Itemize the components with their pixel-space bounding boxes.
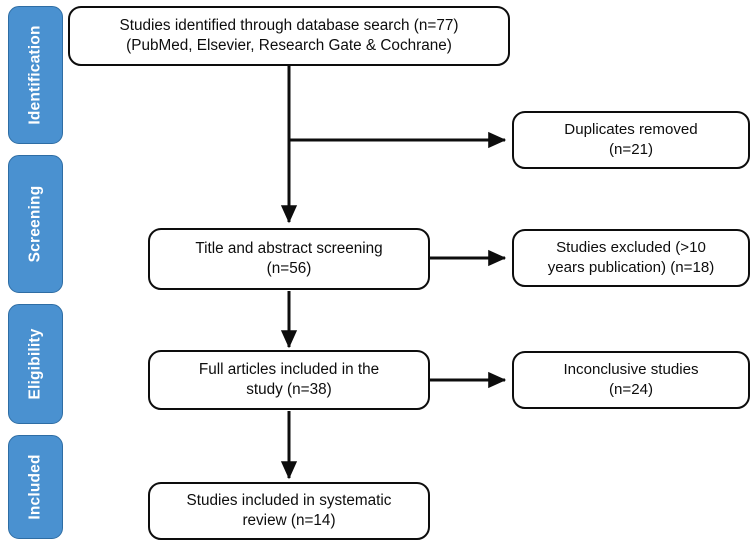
stage-band-identification: Identification [8,6,63,144]
box-studies-excluded-years-label: Studies excluded (>10 years publication)… [548,238,715,278]
box-duplicates-removed-line2: (n=21) [608,141,654,158]
stage-band-eligibility-label: Eligibility [26,328,44,400]
box-records-identified-label: Studies identified through database sear… [120,16,459,57]
box-records-identified-line1: Studies identified through database sear… [119,16,459,34]
box-inconclusive-studies-line2: (n=24) [608,381,654,398]
box-inconclusive-studies-label: Inconclusive studies (n=24) [563,360,698,400]
box-title-abstract-screening-label: Title and abstract screening (n=56) [195,239,382,280]
box-full-articles-included-line1: Full articles included in the [198,360,380,378]
box-title-abstract-screening-line2: (n=56) [266,260,312,277]
stage-band-eligibility: Eligibility [8,304,63,424]
box-records-identified: Studies identified through database sear… [68,6,510,66]
box-title-abstract-screening: Title and abstract screening (n=56) [148,228,430,290]
box-full-articles-included: Full articles included in the study (n=3… [148,350,430,410]
box-title-abstract-screening-line1: Title and abstract screening [195,239,383,257]
box-full-articles-included-line2: study (n=38) [246,381,332,398]
box-studies-included-review-line1: Studies included in systematic [186,491,392,509]
box-studies-excluded-years-line1: Studies excluded (>10 [556,238,706,256]
box-duplicates-removed: Duplicates removed (n=21) [512,111,750,169]
box-studies-included-review: Studies included in systematic review (n… [148,482,430,540]
box-studies-excluded-years-line2: years publication) (n=18) [547,259,715,276]
stage-band-screening-label: Screening [26,185,44,263]
box-inconclusive-studies: Inconclusive studies (n=24) [512,351,750,409]
box-studies-included-review-label: Studies included in systematic review (n… [187,491,392,532]
box-studies-excluded-years: Studies excluded (>10 years publication)… [512,229,750,287]
box-studies-included-review-line2: review (n=14) [242,512,336,529]
stage-band-included-label: Included [26,454,44,520]
box-duplicates-removed-label: Duplicates removed (n=21) [564,120,697,160]
stage-band-screening: Screening [8,155,63,293]
stage-band-identification-label: Identification [26,25,44,125]
box-full-articles-included-label: Full articles included in the study (n=3… [199,360,379,401]
stage-band-included: Included [8,435,63,539]
box-records-identified-line2: (PubMed, Elsevier, Research Gate & Cochr… [126,37,452,54]
box-duplicates-removed-line1: Duplicates removed [564,120,698,138]
box-inconclusive-studies-line1: Inconclusive studies [563,360,699,378]
